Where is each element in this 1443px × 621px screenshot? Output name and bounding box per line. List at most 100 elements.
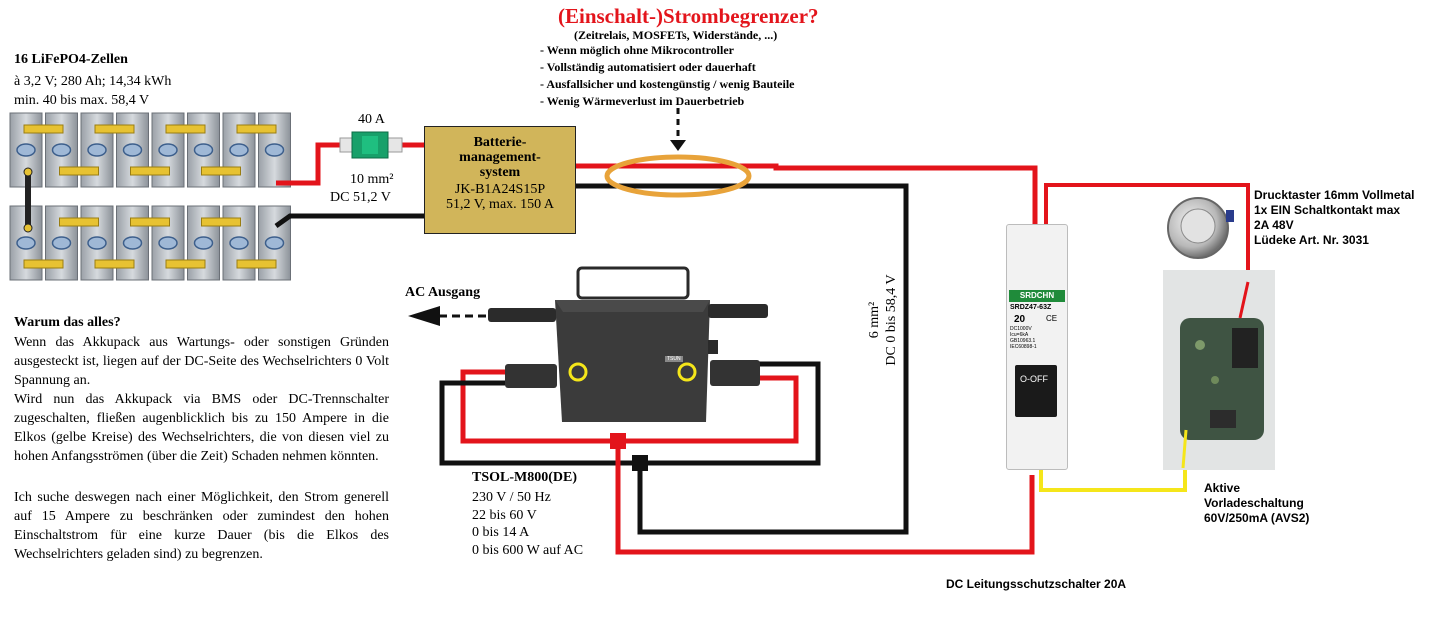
requirement-item: - Wenn möglich ohne Mikrocontroller (540, 43, 734, 57)
inverter-model: TSOL-M800(DE) (472, 470, 577, 485)
precharge-line: 60V/250mA (AVS2) (1204, 511, 1310, 525)
busbar (236, 124, 277, 134)
busbar (130, 166, 170, 176)
busbar (59, 217, 99, 227)
breaker-spec: DC1000V Icu=6kA GB10963.1 IEC60898-1 (1010, 326, 1037, 350)
push-button-icon (1167, 197, 1234, 259)
requirement-item: - Ausfallsicher und kostengünstig / weni… (540, 77, 795, 91)
busbar (165, 259, 206, 269)
busbar (59, 166, 99, 176)
inverter-spec: 0 bis 14 A (472, 525, 530, 541)
cells-voltage-range: min. 40 bis max. 58,4 V (14, 93, 150, 108)
inverter-spec: 230 V / 50 Hz (472, 490, 551, 505)
dc-cable-voltage: DC 0 bis 58,4 V (884, 274, 899, 366)
precharge-signal-wire (1039, 468, 1187, 492)
why-paragraph: Wenn das Akkupack aus Wartungs- oder son… (14, 335, 389, 388)
dc-cable-cross-section: 6 mm² (867, 301, 882, 339)
bms-rating: 51,2 V, max. 150 A (446, 197, 554, 212)
inverter-specs: 230 V / 50 Hz 22 bis 60 V 0 bis 14 A 0 b… (472, 489, 583, 560)
battery-cell (116, 205, 149, 281)
cells-spec: à 3,2 V; 280 Ah; 14,34 kWh (14, 74, 172, 89)
why-paragraph: Ich suche deswegen nach einer Möglichkei… (14, 490, 389, 562)
push-button-line: 2A 48V (1254, 218, 1294, 232)
inverter-brand-tag: TSUN (665, 356, 683, 362)
why-title: Warum das alles? (14, 315, 121, 330)
precharge-label: Aktive Vorladeschaltung 60V/250mA (AVS2) (1204, 481, 1309, 526)
inverter-icon (488, 266, 768, 422)
breaker-caption: DC Leitungsschutzschalter 20A (946, 577, 1127, 591)
dc-cable-label: 6 mm² DC 0 bis 58,4 V (866, 220, 906, 420)
push-button-line: 1x EIN Schaltkontakt max (1254, 203, 1401, 217)
busbar (201, 217, 241, 227)
breaker-spec-line: GB10963.1 (1010, 338, 1036, 344)
precharge-board-icon (1163, 270, 1275, 470)
busbar (130, 217, 170, 227)
breaker-ce-mark: CE (1046, 314, 1058, 323)
inverter-dc-loop (439, 361, 1035, 555)
push-button-label: Drucktaster 16mm Vollmetal 1x EIN Schalt… (1254, 188, 1415, 248)
battery-cell (258, 112, 291, 188)
terminal (23, 167, 33, 177)
bms-title-line: management- (459, 150, 541, 165)
breaker-rating: 20 (1014, 314, 1026, 325)
cable-voltage-label: DC 51,2 V (330, 190, 391, 205)
busbar (94, 259, 135, 269)
battery-cells (9, 112, 291, 281)
fuse-label: 40 A (358, 112, 385, 127)
busbar (165, 124, 206, 134)
battery-cell (80, 205, 114, 281)
dc-breaker (1006, 224, 1068, 470)
battery-cell (45, 112, 78, 188)
breaker-brand: SRDCHN (1009, 290, 1065, 302)
inverter-spec: 22 bis 60 V (472, 507, 537, 523)
precharge-line: Vorladeschaltung (1204, 496, 1304, 510)
why-paragraph: Wird nun das Akkupack via BMS oder DC-Tr… (14, 392, 389, 464)
battery-cell (45, 205, 78, 281)
fuse-icon (339, 131, 403, 159)
busbar (94, 124, 135, 134)
busbar (23, 259, 64, 269)
breaker-spec-line: Icu=6kA (1010, 332, 1029, 338)
breaker-lever[interactable] (1015, 365, 1057, 417)
bms-title-line: system (479, 165, 521, 180)
cable-cross-section-label: 10 mm² (350, 172, 394, 187)
busbar (23, 124, 64, 134)
negative-wire-battery (274, 213, 424, 229)
breaker-spec-line: DC1000V (1010, 326, 1032, 332)
busbar (236, 259, 277, 269)
breaker-lever-label: O-OFF (1020, 374, 1048, 384)
terminal (23, 223, 33, 233)
push-button-line: Lüdeke Art. Nr. 3031 (1254, 233, 1369, 247)
bms-title-line: Batterie- (473, 135, 527, 150)
current-limiter-ring (604, 154, 752, 198)
positive-wire-battery (276, 142, 424, 186)
requirement-item: - Vollständig automatisiert oder dauerha… (540, 60, 756, 74)
battery-cell (222, 205, 256, 281)
breaker-to-button-wire (1044, 183, 1250, 270)
push-button-line: Drucktaster 16mm Vollmetal (1254, 188, 1415, 202)
breaker-spec-line: IEC60898-1 (1010, 344, 1037, 350)
inverter-spec: 0 bis 600 W auf AC (472, 543, 584, 559)
precharge-line: Aktive (1204, 481, 1241, 495)
battery-cell (116, 112, 149, 188)
capacitor-marker-right (677, 362, 697, 382)
positive-wire-bms-to-breaker (576, 163, 1038, 227)
bms-box: Batterie- management- system JK-B1A24S15… (424, 126, 576, 234)
battery-cell (187, 112, 220, 188)
requirement-item: - Wenig Wärmeverlust im Dauerbetrieb (540, 94, 745, 108)
busbar (201, 166, 241, 176)
cells-title: 16 LiFePO4-Zellen (14, 52, 128, 67)
diagram-title: (Einschalt-)Strombegrenzer? (558, 4, 819, 28)
negative-wire-bms-to-inverter (576, 183, 909, 535)
battery-cell (187, 205, 220, 281)
battery-cell (222, 112, 256, 188)
requirements-list: - Wenn möglich ohne Mikrocontroller - Vo… (540, 42, 794, 110)
battery-cell (151, 112, 185, 188)
bms-model: JK-B1A24S15P (454, 182, 546, 197)
requirements-subtitle: (Zeitrelais, MOSFETs, Widerstände, ...) (574, 28, 778, 42)
breaker-model: SRDZ47-63Z (1010, 304, 1052, 311)
capacitor-marker-left (568, 362, 588, 382)
battery-cell (80, 112, 114, 188)
